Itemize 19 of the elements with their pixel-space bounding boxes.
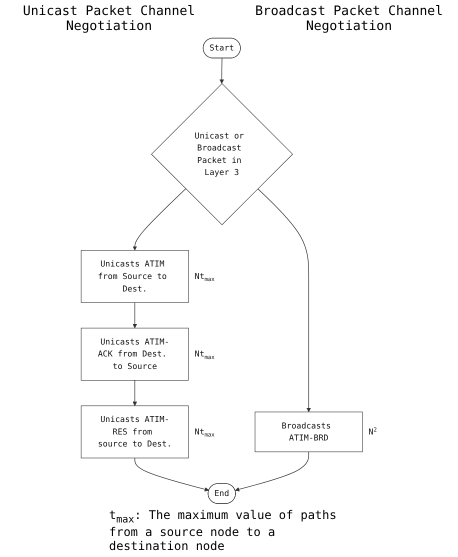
arrow	[132, 188, 186, 251]
cost-label: N$^{2}$	[368, 426, 377, 436]
arrow	[132, 380, 138, 406]
arrow	[234, 452, 310, 492]
column-heading: Broadcast Packet Channel Negotiation	[254, 4, 444, 34]
cost-label: Nt$_{max}$	[194, 271, 215, 284]
footnote: t$_{max}$: The maximum value of paths from a source node to a destination node	[109, 508, 338, 553]
node-diamond: Unicast or Broadcast Packet in Layer 3	[151, 83, 293, 226]
node-box: Unicasts ATIM from Source to Dest.	[80, 250, 189, 303]
node-box: Broadcasts ATIM-BRD	[254, 412, 363, 452]
arrow	[132, 302, 138, 328]
arrow	[257, 188, 311, 412]
cost-label: Nt$_{max}$	[194, 426, 215, 439]
arrow	[134, 458, 210, 492]
node-box: Unicasts ATIM-RES from source to Dest.	[80, 406, 189, 458]
column-heading: Unicast Packet Channel Negotiation	[22, 4, 196, 34]
arrow	[220, 58, 224, 84]
node-box: Unicasts ATIM-ACK from Dest. to Source	[80, 328, 189, 380]
cost-label: Nt$_{max}$	[194, 348, 215, 361]
